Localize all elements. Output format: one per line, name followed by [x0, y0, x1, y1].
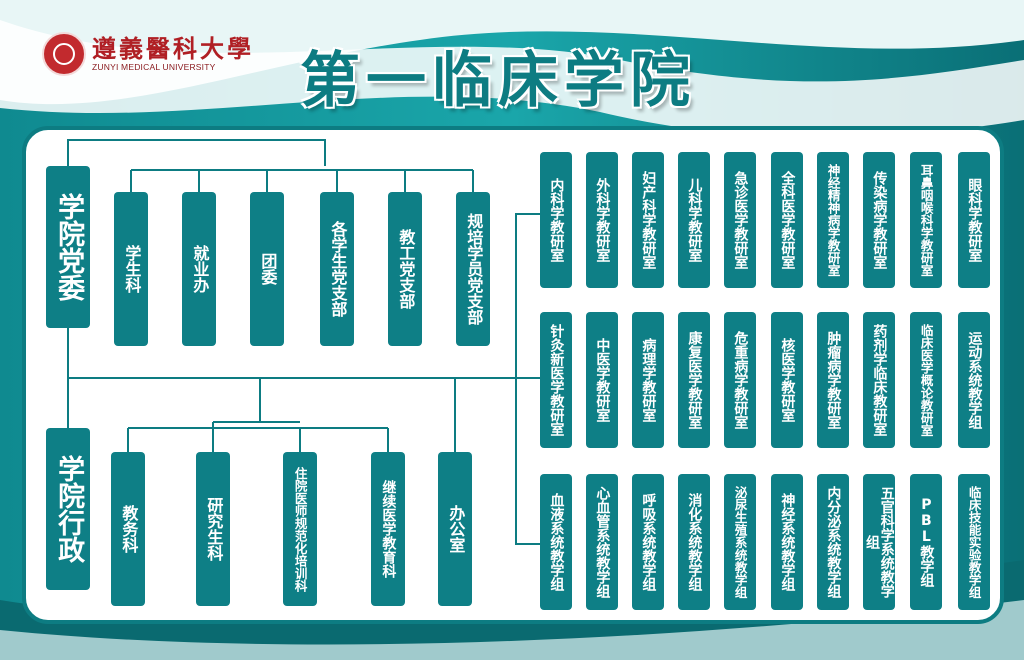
party-child-box: 教工党支部 — [388, 192, 422, 346]
teaching-unit-box: 危重病学教研室 — [724, 312, 756, 448]
teaching-unit-box: 康复医学教研室 — [678, 312, 710, 448]
teaching-unit-box: PBL教学组 — [910, 474, 942, 610]
admin-child-box: 住院医师规范化培训科 — [283, 452, 317, 606]
teaching-unit-box: 核医学教研室 — [771, 312, 803, 448]
admin-child-box: 教务科 — [111, 452, 145, 606]
teaching-unit-box: 血液系统教学组 — [540, 474, 572, 610]
teaching-unit-box: 心血管系统教学组 — [586, 474, 618, 610]
teaching-unit-box: 神经精神病学教研室 — [817, 152, 849, 288]
admin-child-box: 继续医学教育科 — [371, 452, 405, 606]
party-child-box: 就业办 — [182, 192, 216, 346]
teaching-unit-box: 内科学教研室 — [540, 152, 572, 288]
teaching-unit-box: 急诊医学教研室 — [724, 152, 756, 288]
teaching-unit-box: 肿瘤病学教研室 — [817, 312, 849, 448]
university-name-en: ZUNYI MEDICAL UNIVERSITY — [92, 62, 216, 72]
teaching-unit-box: 呼吸系统教学组 — [632, 474, 664, 610]
teaching-unit-box: 临床医学概论教研室 — [910, 312, 942, 448]
teaching-unit-box: 针灸新医学教研室 — [540, 312, 572, 448]
party-child-box: 规培学员党支部 — [456, 192, 490, 346]
teaching-unit-box: 药剂学临床教研室 — [863, 312, 895, 448]
party-child-box: 团委 — [250, 192, 284, 346]
party-child-box: 学生科 — [114, 192, 148, 346]
teaching-unit-box: 中医学教研室 — [586, 312, 618, 448]
admin-root: 学院行政 — [46, 428, 90, 590]
teaching-unit-box: 神经系统教学组 — [771, 474, 803, 610]
teaching-unit-box: 临床技能实验教学组 — [958, 474, 990, 610]
teaching-unit-box: 全科医学教研室 — [771, 152, 803, 288]
party-child-box: 各学生党支部 — [320, 192, 354, 346]
teaching-unit-box: 传染病学教研室 — [863, 152, 895, 288]
teaching-unit-box: 耳鼻咽喉科学教研室 — [910, 152, 942, 288]
teaching-unit-box: 内分泌系统教学组 — [817, 474, 849, 610]
university-seal-icon — [42, 32, 86, 76]
admin-child-box: 办公室 — [438, 452, 472, 606]
teaching-unit-box: 病理学教研室 — [632, 312, 664, 448]
admin-child-box: 研究生科 — [196, 452, 230, 606]
teaching-unit-box: 眼科学教研室 — [958, 152, 990, 288]
party-committee-root: 学院党委 — [46, 166, 90, 328]
teaching-unit-box: 消化系统教学组 — [678, 474, 710, 610]
teaching-unit-box: 泌尿生殖系统教学组 — [724, 474, 756, 610]
university-logo: 遵義醫科大學 ZUNYI MEDICAL UNIVERSITY — [42, 32, 254, 76]
teaching-unit-box: 妇产科学教研室 — [632, 152, 664, 288]
teaching-unit-box: 五官科学系统教学组 — [863, 474, 895, 610]
page-title: 第一临床学院 — [300, 46, 696, 116]
teaching-unit-box: 外科学教研室 — [586, 152, 618, 288]
teaching-unit-box: 运动系统教学组 — [958, 312, 990, 448]
university-name-cn: 遵義醫科大學 — [92, 34, 254, 63]
teaching-unit-box: 儿科学教研室 — [678, 152, 710, 288]
